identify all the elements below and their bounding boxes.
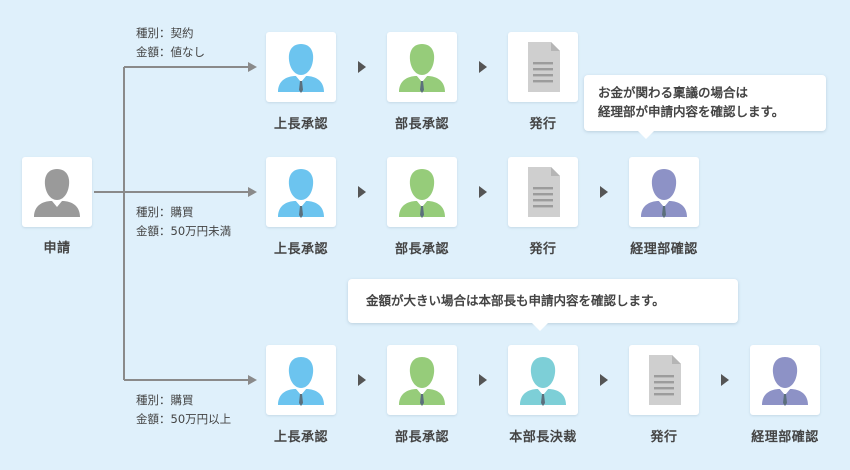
branch-2-step-3-node xyxy=(508,157,578,227)
branch-2-step-4-node xyxy=(629,157,699,227)
branch-2-step-1-label: 上長承認 xyxy=(273,242,328,257)
person-icon xyxy=(278,357,324,406)
branch-2-step-4-label: 経理部確認 xyxy=(630,242,698,257)
branch-3-step-1-label: 上長承認 xyxy=(273,430,328,445)
branch-3-step-5-node xyxy=(750,345,820,415)
accounting-note-tail xyxy=(638,131,654,139)
branch-2-step-arrow-1 xyxy=(358,186,366,198)
branch-3-step-2-node xyxy=(387,345,457,415)
branch-2-step-1-node xyxy=(266,157,336,227)
branch-1-step-1-node xyxy=(266,32,336,102)
branch-2-step-arrow-3 xyxy=(600,186,608,198)
branch-2-arrowhead xyxy=(248,187,257,197)
branch-3-step-arrow-2 xyxy=(479,374,487,386)
person-icon xyxy=(641,169,687,218)
branch-3-condition-amount: 金額：50万円以上 xyxy=(136,412,232,426)
branch-2-step-2-label: 部長承認 xyxy=(394,242,449,257)
person-icon xyxy=(520,357,566,406)
branch-3-step-arrow-1 xyxy=(358,374,366,386)
branch-1-conditions: 種別：契約 金額：値なし xyxy=(136,24,205,62)
branch-3-conditions: 種別：購買 金額：50万円以上 xyxy=(136,391,231,429)
person-icon xyxy=(399,44,445,93)
requester-label: 申請 xyxy=(43,241,71,256)
branch-1-step-arrow-2 xyxy=(479,61,487,73)
person-icon xyxy=(278,44,324,93)
person-icon xyxy=(399,169,445,218)
branch-1-condition-type: 種別：契約 xyxy=(136,26,194,40)
director-note-callout: 金額が大きい場合は本部長も申請内容を確認します。 xyxy=(348,279,738,331)
document-icon xyxy=(649,355,681,405)
accounting-note-callout: お金が関わる稟議の場合は 経理部が申請内容を確認します。 xyxy=(584,75,826,139)
requester-person-icon xyxy=(34,169,80,217)
branch-1-step-2-label: 部長承認 xyxy=(394,117,449,132)
director-note-tail xyxy=(532,323,548,331)
branch-3-step-5-label: 経理部確認 xyxy=(751,430,819,445)
branch-1-step-3-label: 発行 xyxy=(529,117,557,132)
branch-1-step-1-label: 上長承認 xyxy=(273,117,328,132)
branch-1-step-arrow-1 xyxy=(358,61,366,73)
document-icon xyxy=(528,42,560,92)
branch-3-step-arrow-3 xyxy=(600,374,608,386)
branch-2-step-arrow-2 xyxy=(479,186,487,198)
branch-3-step-2-label: 部長承認 xyxy=(394,430,449,445)
person-icon xyxy=(762,357,808,406)
branch-3-step-1-node xyxy=(266,345,336,415)
director-note-text: 金額が大きい場合は本部長も申請内容を確認します。 xyxy=(366,293,665,308)
branch-3-step-4-node xyxy=(629,345,699,415)
person-icon xyxy=(278,169,324,218)
branch-3-step-3-node xyxy=(508,345,578,415)
branch-2-condition-amount: 金額：50万円未満 xyxy=(136,224,232,238)
branch-1-step-2-node xyxy=(387,32,457,102)
branch-2-condition-type: 種別：購買 xyxy=(136,205,194,219)
branch-3-step-4-label: 発行 xyxy=(650,430,678,445)
branch-3-step-arrow-4 xyxy=(721,374,729,386)
accounting-note-line-2: 経理部が申請内容を確認します。 xyxy=(598,104,785,119)
branch-3-arrowhead xyxy=(248,375,257,385)
document-icon xyxy=(528,167,560,217)
branch-2-step-3-label: 発行 xyxy=(529,242,557,257)
branch-2-step-2-node xyxy=(387,157,457,227)
branch-3-condition-type: 種別：購買 xyxy=(136,393,194,407)
requester-node xyxy=(22,157,92,227)
branch-3-step-3-label: 本部長決裁 xyxy=(509,430,577,445)
accounting-note-line-1: お金が関わる稟議の場合は xyxy=(598,85,749,100)
branch-2-conditions: 種別：購買 金額：50万円未満 xyxy=(136,203,231,241)
branch-1-arrowhead xyxy=(248,62,257,72)
branch-1-step-3-node xyxy=(508,32,578,102)
branch-1-condition-amount: 金額：値なし xyxy=(136,45,205,59)
person-icon xyxy=(399,357,445,406)
